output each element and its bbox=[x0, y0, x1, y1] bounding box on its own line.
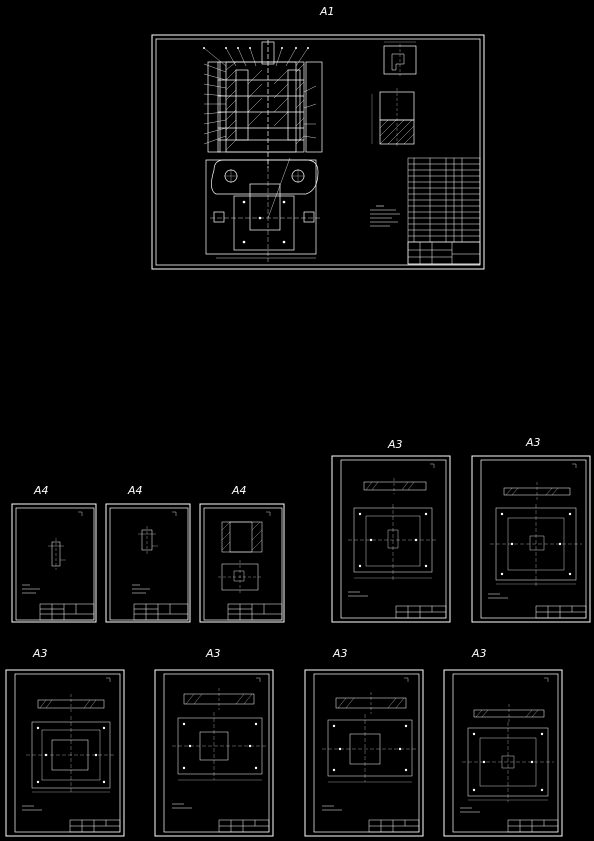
sheet-label-a3-2: A3 bbox=[526, 436, 541, 449]
die-section-view bbox=[203, 40, 323, 168]
notes bbox=[132, 584, 150, 594]
plate-section bbox=[183, 688, 255, 710]
title-block bbox=[133, 603, 189, 621]
plate-plan bbox=[462, 722, 554, 802]
parts-list-table bbox=[407, 157, 481, 265]
sheet-a4-2[interactable] bbox=[105, 503, 191, 623]
part-view bbox=[218, 511, 271, 594]
sheet-a3-4[interactable] bbox=[154, 669, 274, 837]
plate-section bbox=[503, 482, 571, 500]
sheet-label-a3-6: A3 bbox=[472, 647, 487, 660]
sheet-a3-3[interactable] bbox=[5, 669, 125, 837]
title-block bbox=[535, 605, 587, 619]
part-view bbox=[48, 511, 83, 570]
sheet-label-a1: A1 bbox=[320, 5, 335, 18]
notes bbox=[322, 805, 342, 811]
sheet-label-a3-4: A3 bbox=[206, 647, 221, 660]
title-block bbox=[39, 603, 95, 621]
title-block bbox=[368, 819, 420, 833]
sheet-label-a4-1: A4 bbox=[34, 484, 49, 497]
sheet-label-a3-3: A3 bbox=[33, 647, 48, 660]
notes bbox=[22, 805, 42, 811]
sheet-label-a4-3: A4 bbox=[232, 484, 247, 497]
technical-notes bbox=[370, 205, 400, 227]
part-detail-views bbox=[371, 41, 417, 148]
sheet-label-a3-5: A3 bbox=[333, 647, 348, 660]
part-view bbox=[138, 511, 177, 556]
sheet-label-a3-1: A3 bbox=[388, 438, 403, 451]
sheet-a4-1[interactable] bbox=[11, 503, 97, 623]
title-block bbox=[218, 819, 270, 833]
sheet-a3-6[interactable] bbox=[443, 669, 563, 837]
sheet-a1-assembly[interactable] bbox=[151, 34, 485, 270]
sheet-a3-5[interactable] bbox=[304, 669, 424, 837]
sheet-label-a4-2: A4 bbox=[128, 484, 143, 497]
plate-plan bbox=[172, 712, 268, 781]
sheet-a3-1[interactable] bbox=[331, 455, 451, 623]
plate-plan bbox=[26, 716, 116, 794]
title-block bbox=[69, 819, 121, 833]
plate-section bbox=[473, 704, 545, 722]
plate-section bbox=[335, 692, 407, 714]
plate-plan bbox=[348, 504, 438, 580]
notes bbox=[488, 593, 508, 599]
notes bbox=[22, 584, 40, 594]
sheet-a3-2[interactable] bbox=[471, 455, 591, 623]
plate-plan bbox=[322, 714, 418, 783]
notes bbox=[460, 807, 480, 813]
plate-section bbox=[37, 694, 105, 712]
notes bbox=[172, 803, 192, 809]
plate-plan bbox=[490, 504, 582, 586]
sheet-a4-3[interactable] bbox=[199, 503, 285, 623]
plate-section bbox=[363, 478, 427, 494]
title-block bbox=[507, 819, 559, 833]
title-block bbox=[227, 603, 283, 621]
notes bbox=[348, 591, 368, 597]
die-plan-view bbox=[205, 157, 320, 262]
title-block bbox=[395, 605, 447, 619]
